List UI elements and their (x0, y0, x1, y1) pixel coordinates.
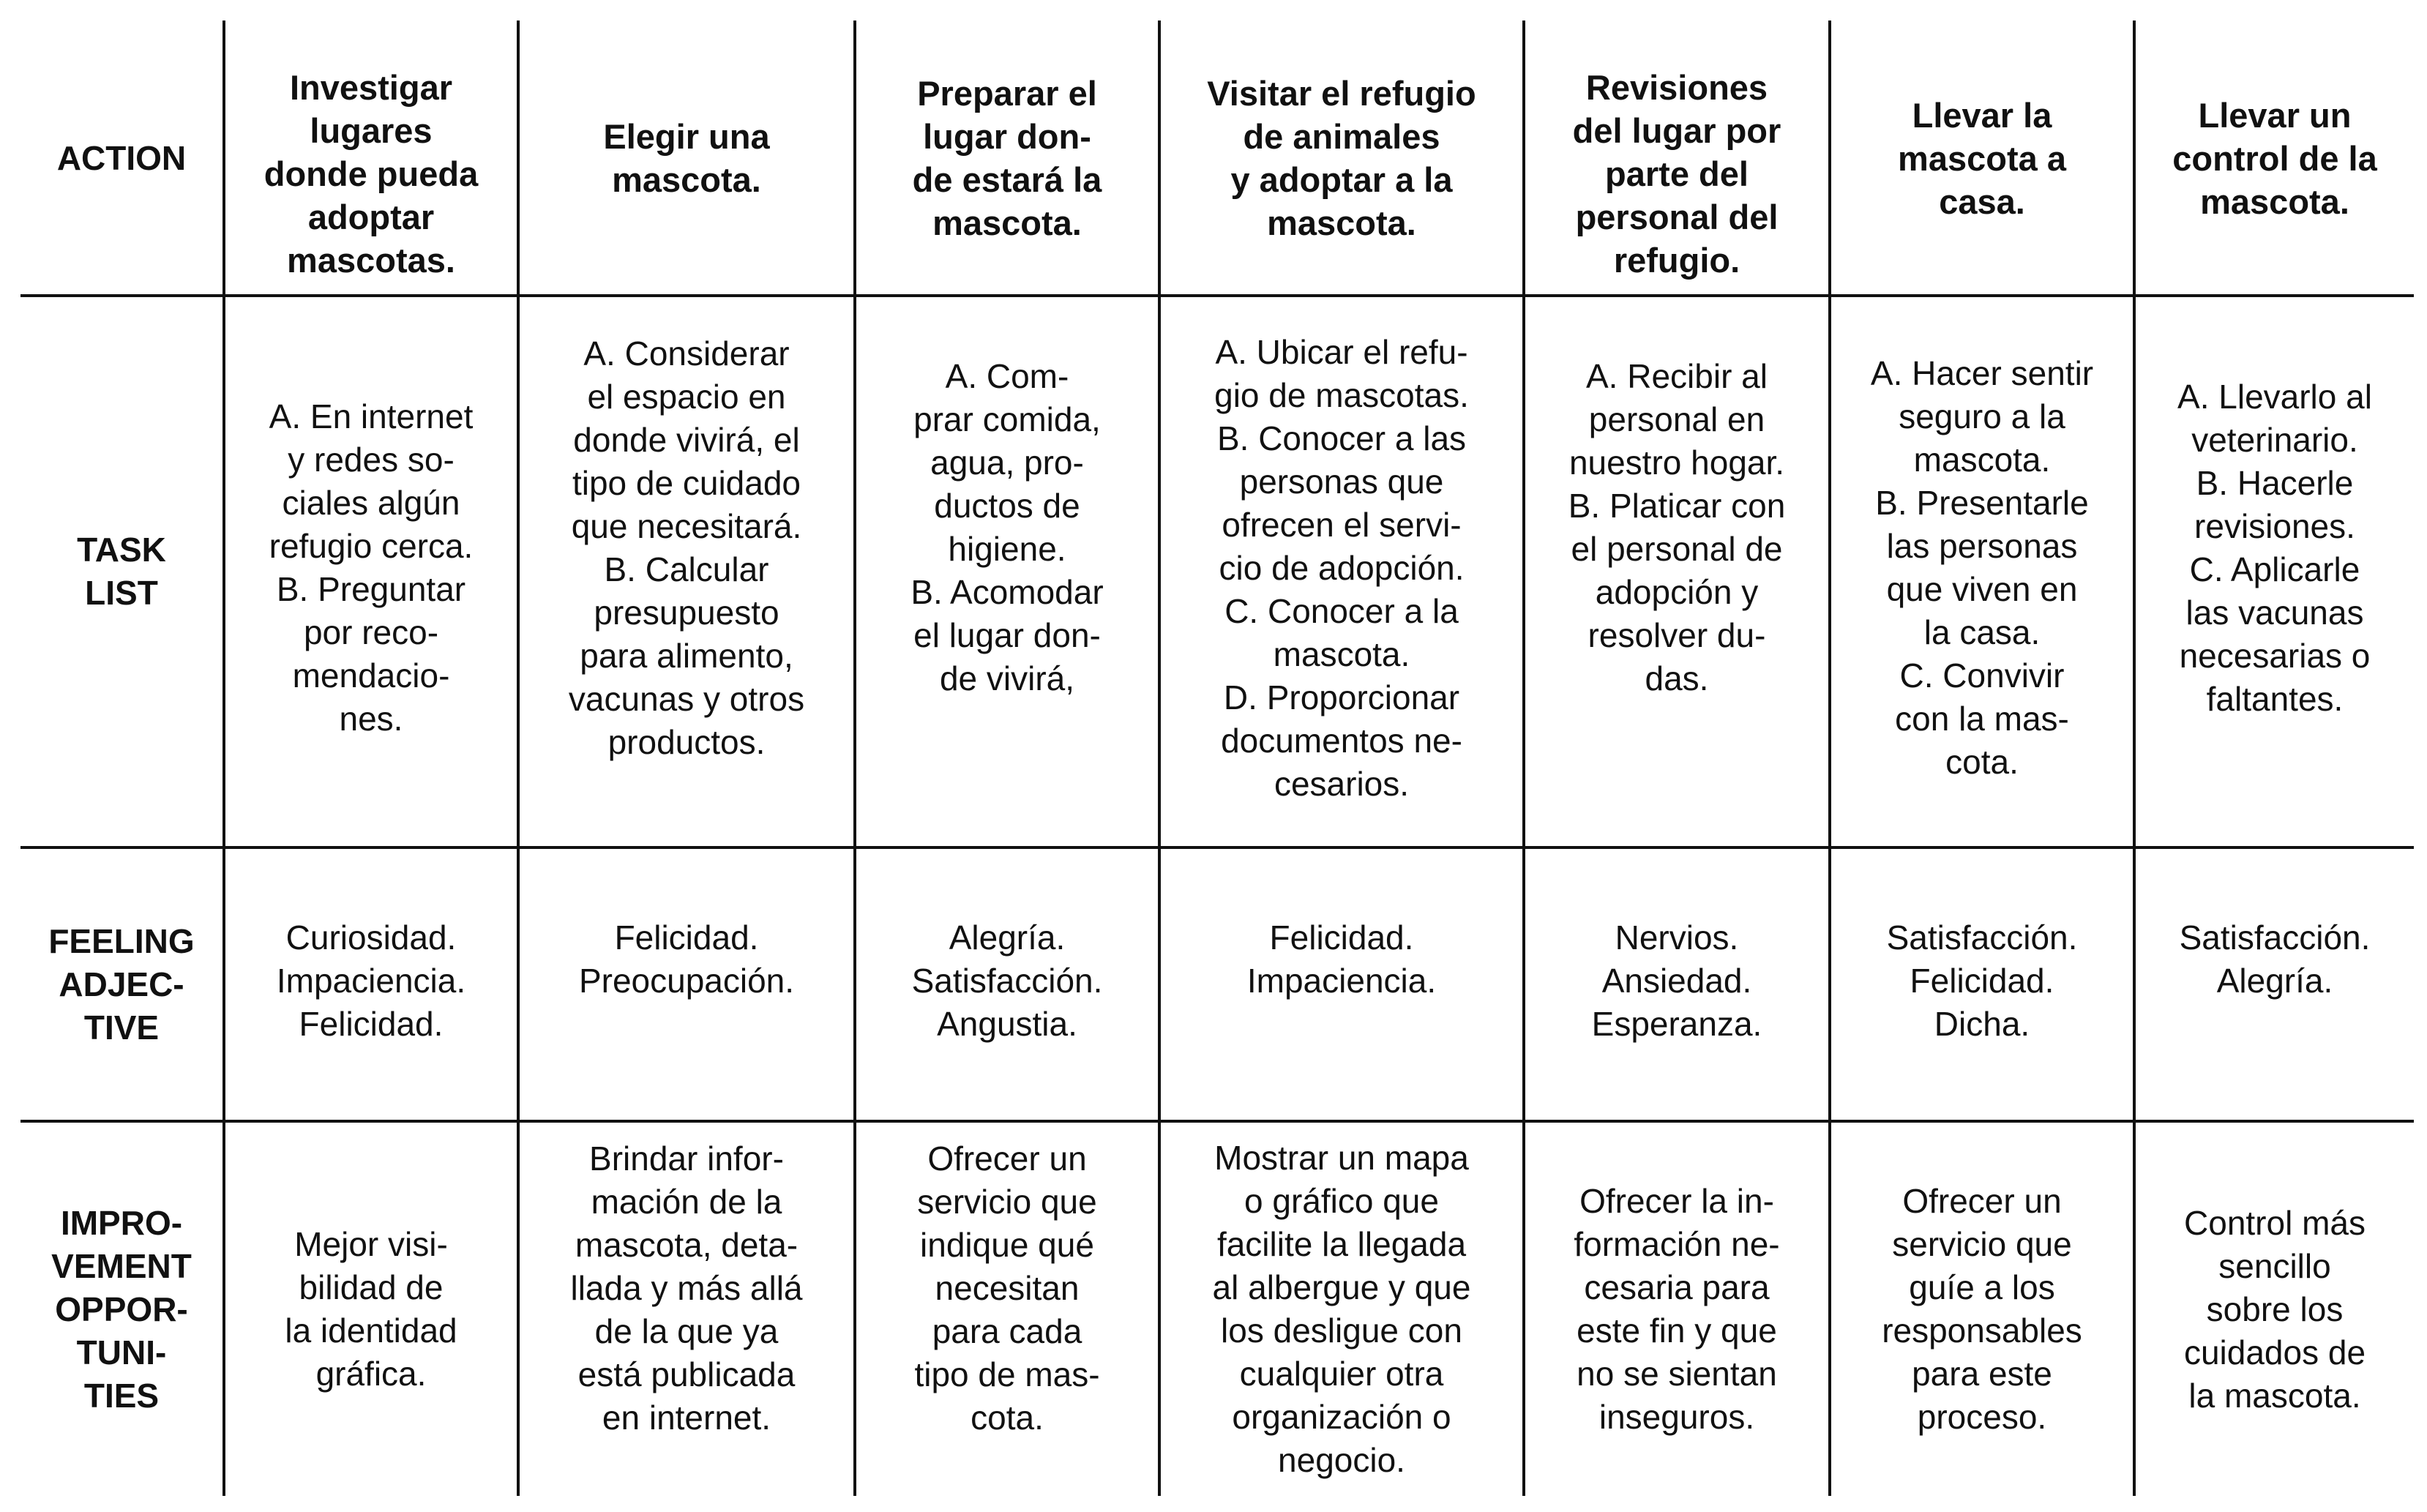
improvement-text: Ofrecer un servicio que indique qué nece… (914, 1139, 1100, 1437)
feeling-text: Felicidad. Impaciencia. (1246, 918, 1437, 1000)
action-header-cell: Llevar la mascota a casa. (1831, 22, 2133, 294)
row-label-improvement-text: IMPRO- VEMENT OPPOR- TUNI- TIES (51, 1203, 192, 1415)
feeling-cell: Alegría. Satisfacción. Angustia. (856, 849, 1158, 1120)
column-divider (853, 20, 856, 1496)
row-label-task-list: TASK LIST (20, 297, 222, 846)
improvement-cell: Ofrecer un servicio que indique qué nece… (856, 1123, 1158, 1496)
row-label-improvement: IMPRO- VEMENT OPPOR- TUNI- TIES (20, 1123, 222, 1496)
action-header-text: Preparar el lugar don- de estará la masc… (912, 74, 1102, 242)
column-divider (222, 20, 225, 1496)
feeling-text: Nervios. Ansiedad. Esperanza. (1591, 918, 1762, 1043)
task-cell: A. Hacer sentir seguro a la mascota. B. … (1831, 297, 2133, 846)
improvement-text: Ofrecer la in- formación ne- cesaria par… (1574, 1182, 1780, 1436)
row-divider (20, 1120, 2414, 1123)
task-text: A. Considerar el espacio en donde vivirá… (568, 334, 805, 761)
feeling-text: Satisfacción. Felicidad. Dicha. (1886, 918, 2078, 1043)
feeling-cell: Nervios. Ansiedad. Esperanza. (1525, 849, 1828, 1120)
improvement-cell: Ofrecer la in- formación ne- cesaria par… (1525, 1123, 1828, 1496)
task-text: A. Hacer sentir seguro a la mascota. B. … (1870, 354, 2094, 781)
improvement-text: Brindar infor- mación de la mascota, det… (570, 1139, 803, 1437)
improvement-cell: Mejor visi- bilidad de la identidad gráf… (225, 1123, 517, 1496)
task-text: A. En internet y redes so- ciales algún … (269, 397, 474, 738)
action-header-cell: Visitar el refugio de animales y adoptar… (1161, 22, 1522, 294)
task-text: A. Com- prar comida, agua, pro- ductos d… (910, 357, 1104, 697)
row-label-action-text: ACTION (56, 138, 187, 177)
feeling-cell: Satisfacción. Alegría. (2136, 849, 2414, 1120)
column-divider (517, 20, 520, 1496)
action-header-cell: Investigar lugares donde pueda adoptar m… (225, 22, 517, 294)
improvement-cell: Brindar infor- mación de la mascota, det… (520, 1123, 853, 1496)
column-divider (1522, 20, 1525, 1496)
task-text: A. Llevarlo al veterinario. B. Hacerle r… (2177, 378, 2372, 718)
column-divider (2133, 20, 2136, 1496)
action-header-text: Revisiones del lugar por parte del perso… (1572, 67, 1781, 280)
row-label-task-list-text: TASK LIST (77, 531, 166, 612)
feeling-text: Curiosidad. Impaciencia. Felicidad. (276, 918, 466, 1043)
feeling-text: Felicidad. Preocupación. (578, 918, 795, 1000)
task-cell: A. Recibir al personal en nuestro hogar.… (1525, 297, 1828, 846)
row-label-feeling: FEELING ADJEC- TIVE (20, 849, 222, 1120)
action-header-cell: Llevar un control de la mascota. (2136, 22, 2414, 294)
improvement-cell: Control más sencillo sobre los cuidados … (2136, 1123, 2414, 1496)
column-divider (1828, 20, 1831, 1496)
improvement-text: Mejor visi- bilidad de la identidad gráf… (285, 1225, 457, 1393)
feeling-text: Satisfacción. Alegría. (2179, 918, 2371, 1000)
task-cell: A. Considerar el espacio en donde vivirá… (520, 297, 853, 846)
task-cell: A. Com- prar comida, agua, pro- ductos d… (856, 297, 1158, 846)
column-divider (1158, 20, 1161, 1496)
row-label-action: ACTION (20, 22, 222, 294)
action-header-text: Llevar la mascota a casa. (1898, 95, 2066, 221)
feeling-cell: Curiosidad. Impaciencia. Felicidad. (225, 849, 517, 1120)
task-text: A. Recibir al personal en nuestro hogar.… (1568, 357, 1786, 697)
task-text: A. Ubicar el refu- gio de mascotas. B. C… (1214, 332, 1469, 803)
action-header-text: Visitar el refugio de animales y adoptar… (1207, 74, 1476, 242)
action-header-cell: Revisiones del lugar por parte del perso… (1525, 22, 1828, 294)
action-header-text: Investigar lugares donde pueda adoptar m… (263, 67, 479, 280)
improvement-text: Ofrecer un servicio que guíe a los respo… (1882, 1182, 2082, 1436)
task-cell: A. Ubicar el refu- gio de mascotas. B. C… (1161, 297, 1522, 846)
improvement-cell: Ofrecer un servicio que guíe a los respo… (1831, 1123, 2133, 1496)
improvement-text: Mostrar un mapa o gráfico que facilite l… (1212, 1139, 1471, 1479)
action-header-cell: Elegir una mascota. (520, 22, 853, 294)
feeling-cell: Satisfacción. Felicidad. Dicha. (1831, 849, 2133, 1120)
improvement-cell: Mostrar un mapa o gráfico que facilite l… (1161, 1123, 1522, 1496)
feeling-text: Alegría. Satisfacción. Angustia. (911, 918, 1103, 1043)
action-header-text: Elegir una mascota. (603, 117, 770, 199)
task-cell: A. En internet y redes so- ciales algún … (225, 297, 517, 846)
feeling-cell: Felicidad. Impaciencia. (1161, 849, 1522, 1120)
row-divider (20, 294, 2414, 297)
improvement-text: Control más sencillo sobre los cuidados … (2183, 1203, 2366, 1415)
feeling-cell: Felicidad. Preocupación. (520, 849, 853, 1120)
action-header-cell: Preparar el lugar don- de estará la masc… (856, 22, 1158, 294)
row-label-feeling-text: FEELING ADJEC- TIVE (48, 921, 195, 1047)
action-header-text: Llevar un control de la mascota. (2172, 95, 2377, 221)
task-cell: A. Llevarlo al veterinario. B. Hacerle r… (2136, 297, 2414, 846)
row-divider (20, 846, 2414, 849)
